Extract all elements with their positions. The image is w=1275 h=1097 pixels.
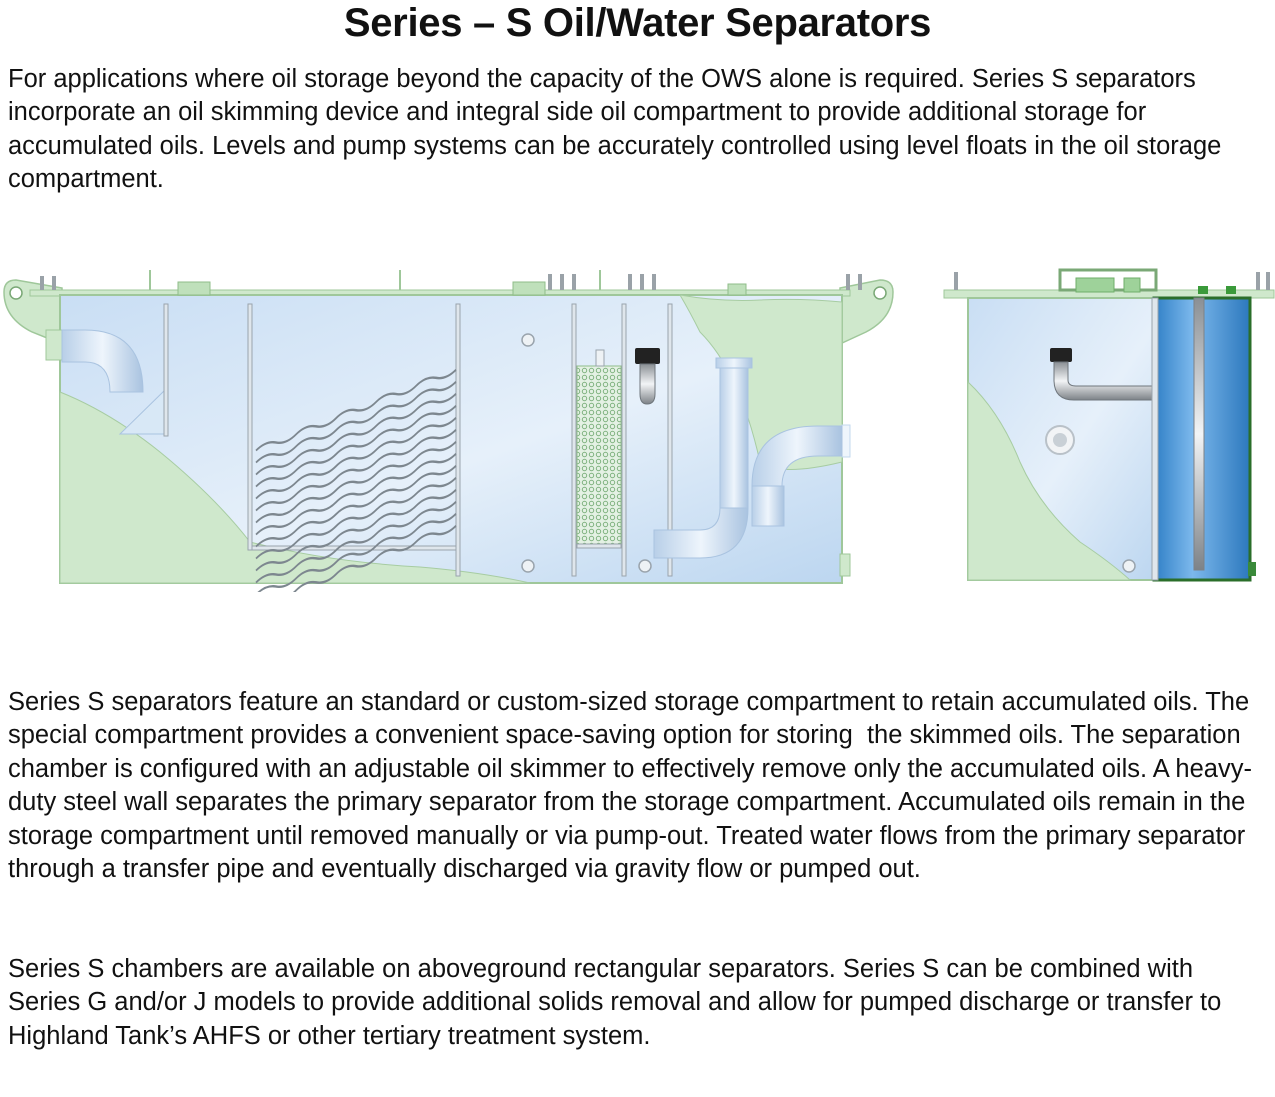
coalescing-media — [576, 365, 622, 545]
inspection-ports — [521, 333, 652, 573]
coalescing-plates-icon — [255, 369, 457, 592]
outlet-pipe-icon — [653, 357, 843, 559]
end-view-tank — [943, 268, 1275, 582]
main-tank — [3, 270, 894, 584]
body-paragraph: Series S separators feature an standard … — [8, 688, 1257, 884]
separator-diagram — [3, 268, 1275, 592]
baffle-walls — [163, 303, 673, 577]
oil-storage-compartment — [1151, 296, 1256, 582]
intro-paragraph: For applications where oil storage beyon… — [8, 65, 1229, 194]
body-paragraph: Series S chambers are available on above… — [8, 955, 1229, 1050]
skimmer-icon — [635, 348, 660, 405]
page-title: Series – S Oil/Water Separators — [343, 1, 932, 45]
